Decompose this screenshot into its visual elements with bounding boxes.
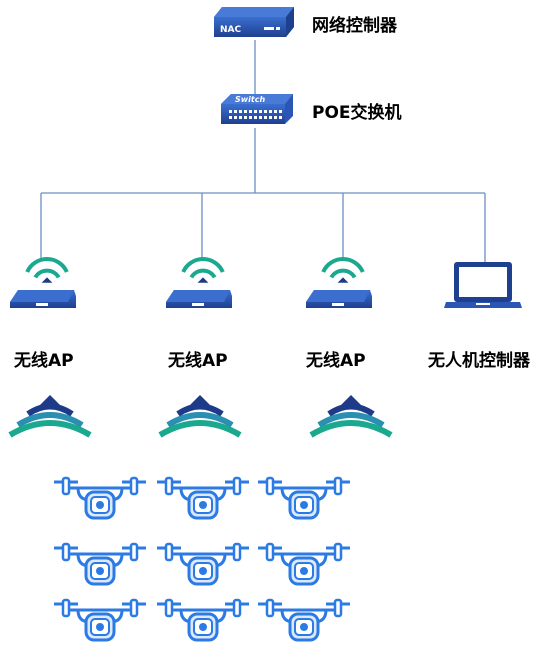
wifi-signal-icon	[183, 259, 223, 283]
access-point-icon	[10, 290, 76, 308]
access-point-1	[10, 259, 76, 308]
access-point-icon	[166, 290, 232, 308]
wifi-broadcast-1	[8, 395, 92, 438]
access-point-icon	[306, 290, 372, 308]
drone-icon	[256, 476, 352, 520]
access-point-3	[306, 259, 372, 308]
wifi-signal-icon	[323, 259, 363, 283]
drone-icon	[52, 476, 148, 520]
nac-badge: NAC	[220, 25, 241, 35]
uav-controller-label: 无人机控制器	[428, 351, 530, 371]
nac-label: 网络控制器	[312, 16, 397, 36]
drone-icon	[155, 542, 251, 586]
network-links	[40, 40, 486, 262]
switch-label: POE交换机	[312, 103, 402, 123]
wifi-broadcast-2	[158, 395, 242, 438]
wifi-signal-icon	[27, 259, 67, 283]
switch-badge: Switch	[235, 95, 265, 104]
wifi-broadcast-3	[309, 395, 393, 438]
switch-icon: Switch	[221, 94, 293, 124]
laptop-icon	[444, 262, 522, 308]
network-controller-icon: NAC	[214, 7, 294, 37]
ap-label-2: 无线AP	[168, 351, 228, 371]
drone-grid	[52, 476, 352, 642]
drone-icon	[52, 542, 148, 586]
ap-label-3: 无线AP	[306, 351, 366, 371]
drone-icon	[256, 598, 352, 642]
drone-icon	[155, 598, 251, 642]
drone-icon	[155, 476, 251, 520]
access-point-2	[166, 259, 232, 308]
drone-icon	[52, 598, 148, 642]
drone-icon	[256, 542, 352, 586]
ap-label-1: 无线AP	[14, 351, 74, 371]
